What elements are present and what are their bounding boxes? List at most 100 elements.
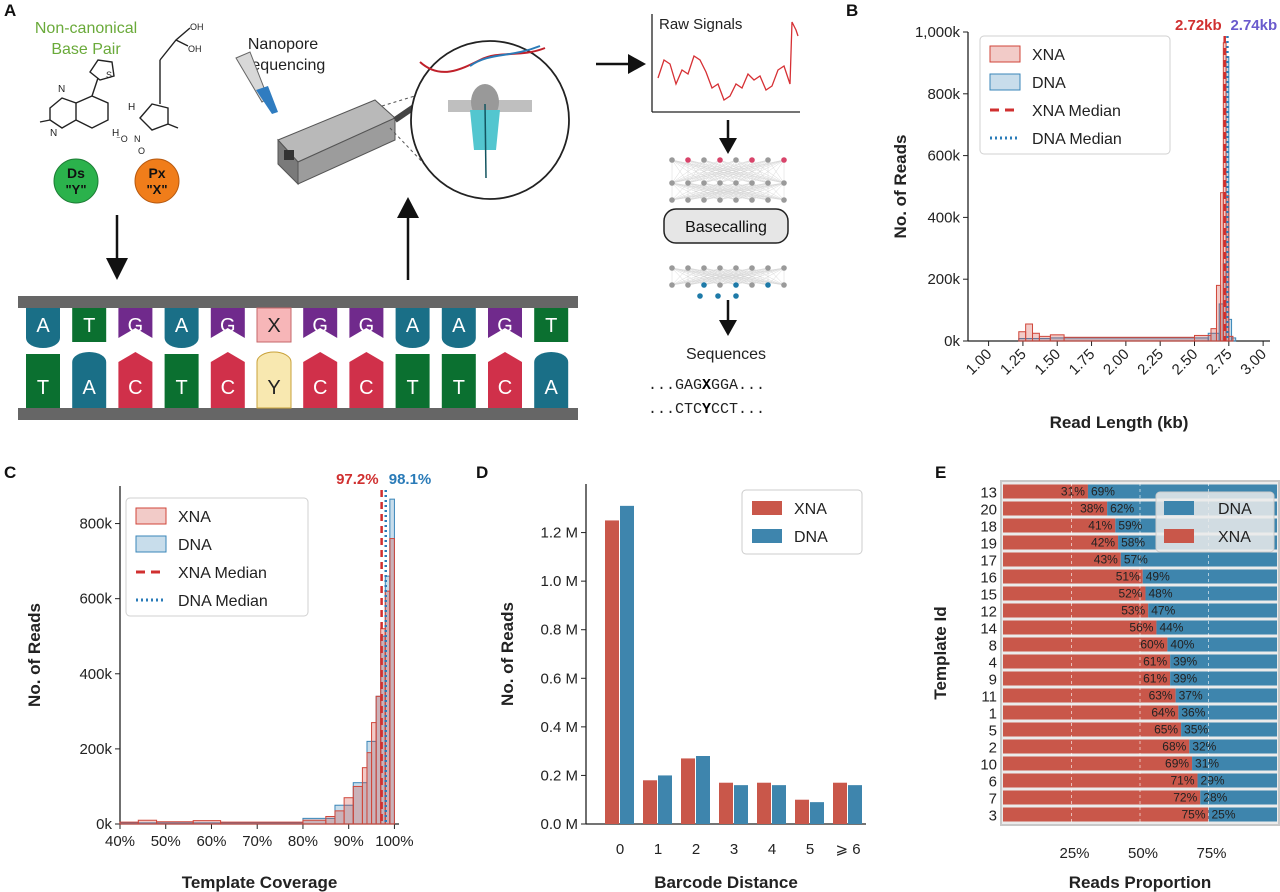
sequence-bottom: ...CTCYCCT... <box>648 401 765 418</box>
base-top-G <box>303 308 338 338</box>
nn-edge <box>687 182 785 201</box>
y-axis-label: No. of Reads <box>25 603 44 707</box>
nn-node <box>733 197 739 203</box>
x-axis-label: Read Length (kb) <box>1050 413 1189 432</box>
panel-letter-d: D <box>476 463 488 482</box>
bar-label-xna: 75% <box>1181 808 1205 822</box>
bar-xna <box>1003 756 1193 771</box>
hist-bar-xna <box>361 767 368 825</box>
bar-label-dna: 39% <box>1173 655 1197 669</box>
x-tick-label: 80% <box>288 833 318 850</box>
ds-badge: Ds "Y" <box>53 158 99 204</box>
hist-bar-xna <box>1215 284 1222 342</box>
x-tick-label: 1.75 <box>1066 346 1099 379</box>
base-top-label: G <box>497 315 513 337</box>
bar-xna <box>1003 739 1190 754</box>
nn-edge <box>671 159 753 184</box>
nn-edge <box>671 267 785 286</box>
nn-edge <box>671 182 785 201</box>
arrow-right-top <box>596 54 646 74</box>
y-axis-label: No. of Reads <box>891 135 910 239</box>
base-bottom-label: T <box>175 377 187 399</box>
svg-text:OH: OH <box>190 22 204 32</box>
y-axis-label: Template Id <box>931 606 950 699</box>
nn-edge <box>671 182 769 201</box>
nn-node <box>685 180 691 186</box>
nn-node <box>765 157 771 163</box>
x-tick-label: 1.50 <box>1031 346 1064 379</box>
base-top-label: A <box>36 315 50 337</box>
nn-node <box>749 157 755 163</box>
nn-edge <box>671 267 737 286</box>
hist-bar-xna <box>1228 335 1234 342</box>
bar-label-dna: 25% <box>1212 808 1236 822</box>
px-sub: "X" <box>147 182 168 197</box>
nn-edge <box>751 159 785 184</box>
y-tick-label: 600k <box>79 591 112 608</box>
nn-edge <box>719 182 785 201</box>
bar-xna <box>1003 705 1179 720</box>
y-tick-label: 0k <box>96 816 112 833</box>
x-tick-label: 40% <box>105 833 135 850</box>
panel-letter-b: B <box>846 1 858 20</box>
nn-edge <box>671 267 769 286</box>
y-tick-label: 7 <box>989 791 997 808</box>
base-top-label: G <box>220 315 236 337</box>
y-tick-label: 1.2 M <box>540 525 578 542</box>
legend-label: DNA Median <box>1032 131 1122 148</box>
svg-text:OH: OH <box>188 44 202 54</box>
hist-bar-xna <box>1018 331 1027 342</box>
legend-label: XNA <box>1032 47 1065 64</box>
bar-xna <box>833 782 847 824</box>
nn-edge <box>671 267 705 286</box>
legend-label: DNA Median <box>178 593 268 610</box>
nn-node <box>685 265 691 271</box>
bar-label-xna: 71% <box>1171 774 1195 788</box>
bar-label-xna: 52% <box>1118 587 1142 601</box>
bar-xna <box>1003 688 1176 703</box>
bar-dna <box>1170 654 1277 669</box>
bar-label-xna: 60% <box>1140 638 1164 652</box>
nn-edge <box>671 159 769 184</box>
base-bottom-label: C <box>128 377 142 399</box>
legend-swatch <box>989 73 1021 91</box>
base-top-label: G <box>359 315 375 337</box>
x-axis-label: Barcode Distance <box>654 873 798 892</box>
bar-label-dna: 37% <box>1179 689 1203 703</box>
nn-node <box>765 282 771 288</box>
base-top-T <box>72 308 107 342</box>
x-tick-label: 100% <box>375 833 413 850</box>
bar-label-xna: 43% <box>1094 553 1118 567</box>
legend-swatch <box>135 535 167 553</box>
ds-label: Ds <box>67 165 85 181</box>
dna-median-label: 98.1% <box>389 471 432 488</box>
dna-median-label: 2.74kb <box>1230 17 1277 34</box>
y-tick-label: 15 <box>980 587 997 604</box>
y-tick-label: 1 <box>989 706 997 723</box>
base-top-label: A <box>175 315 189 337</box>
bar-dna <box>1197 773 1277 788</box>
bar-dna <box>1208 807 1277 822</box>
hist-bar-xna <box>1210 328 1217 342</box>
base-top-A <box>441 308 476 348</box>
y-tick-label: 0.4 M <box>540 719 578 736</box>
nn-node <box>717 282 723 288</box>
bar-label-dna: 69% <box>1091 485 1115 499</box>
bar-xna <box>643 780 657 824</box>
nn-node <box>685 282 691 288</box>
nn-node <box>733 293 739 299</box>
base-bottom-A <box>72 352 107 408</box>
bar-label-dna: 39% <box>1173 672 1197 686</box>
base-bottom-A <box>534 352 569 408</box>
nn-edge <box>671 182 753 201</box>
svg-text:N: N <box>58 84 65 95</box>
nn-node <box>685 197 691 203</box>
base-bottom-label: A <box>545 377 559 399</box>
x-tick-label: 4 <box>768 841 776 858</box>
bar-label-dna: 59% <box>1118 519 1142 533</box>
legend-swatch <box>135 507 167 525</box>
hist-bar-xna <box>156 821 194 825</box>
nn-node <box>765 197 771 203</box>
y-tick-label: 13 <box>980 485 997 502</box>
